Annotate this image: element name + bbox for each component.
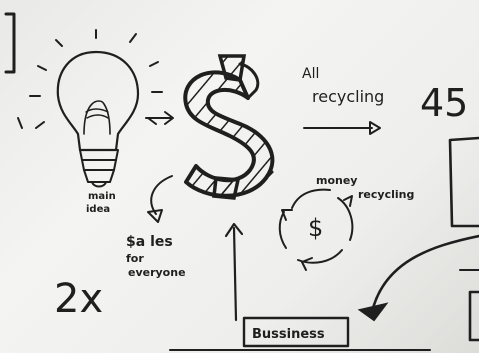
sales-label-line3: everyone xyxy=(128,266,186,279)
money-recycling-label-line1: money xyxy=(316,174,357,187)
cycle-dollar-symbol: $ xyxy=(308,214,323,242)
number-45: 45 xyxy=(420,81,468,125)
business-label: Bussiness xyxy=(252,327,325,342)
arrow-up-icon xyxy=(234,228,236,320)
main-idea-label-line1: main xyxy=(88,191,116,202)
dollar-sign-icon xyxy=(185,56,272,198)
sales-label-line1: $a les xyxy=(126,234,173,250)
curved-arrow-icon xyxy=(151,176,172,214)
all-recycling-label-line2: recycling xyxy=(312,87,384,106)
right-frame xyxy=(450,138,479,226)
arrow-down-icon xyxy=(360,304,386,320)
two-x-label: 2x xyxy=(54,276,103,322)
lightbulb-icon xyxy=(30,30,162,187)
left-bracket-icon xyxy=(6,14,14,72)
sales-label-line2: for xyxy=(126,252,144,265)
main-idea-label-line2: idea xyxy=(86,204,110,215)
all-recycling-label-line1: All xyxy=(302,66,319,82)
money-recycling-label-line2: recycling xyxy=(358,188,414,201)
